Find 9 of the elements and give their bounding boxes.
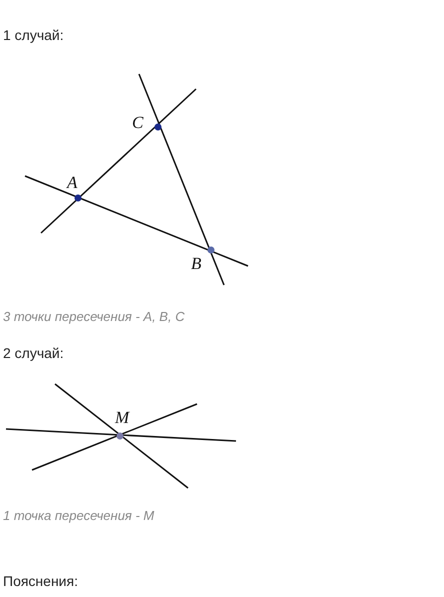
case-heading: 1 случай: (3, 28, 64, 42)
caption-text: 1 точка пересечения - М (3, 509, 154, 522)
point-label: A (67, 174, 78, 191)
point-label: M (115, 409, 130, 426)
point-label: C (132, 114, 144, 131)
caption-text: 3 точки пересечения - А, В, С (3, 310, 185, 323)
section-heading: Пояснения: (3, 574, 78, 588)
case-heading: 2 случай: (3, 346, 64, 360)
point-label: B (191, 255, 202, 272)
